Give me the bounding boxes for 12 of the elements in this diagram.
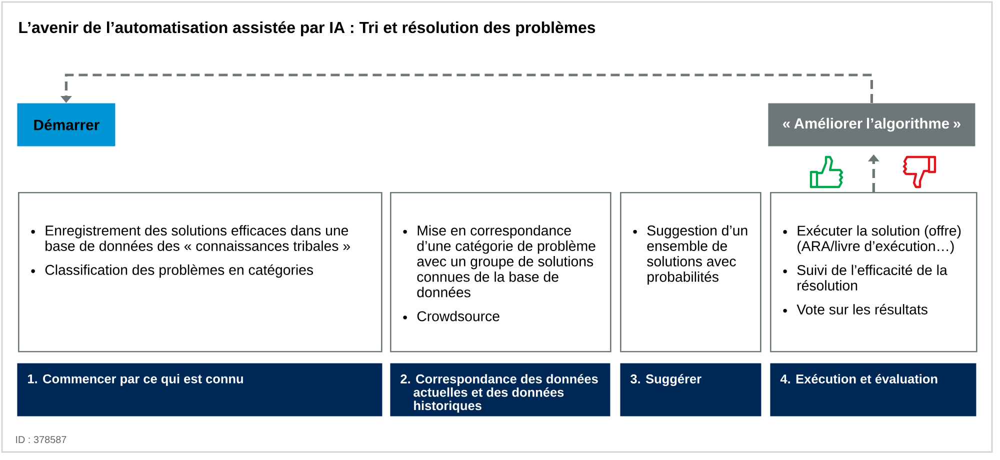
text-box: Enregistrement des solutions efficaces dans une base de données des « connaissances tribales » Classification des problèmes en catégories xyxy=(18,192,382,352)
text-box: Exécuter la solution (offre) (ARA/livre d’exécution…) Suivi de l’efficacité de la résolution Vote sur les résultats xyxy=(770,192,978,352)
step-box: Démarrer xyxy=(17,103,116,146)
text-box: Suggestion d’un ensemble de solutions avec probabilités xyxy=(620,192,762,352)
title: L’avenir de l’automatisation assistée par IA : Tri et résolution des problèmes xyxy=(19,21,596,36)
phase-band: 4. Exécution et évaluation xyxy=(770,363,976,416)
step-box: « Améliorer l’algorithme » xyxy=(768,103,976,146)
phase-band: 1. Commencer par ce qui est connu xyxy=(17,363,382,416)
phase-band: 3. Suggérer xyxy=(620,363,762,416)
phase-band: 2. Correspondance des données actuelles et des données historiques xyxy=(390,363,610,416)
text-box: Mise en correspondance d’une catégorie de problème avec un groupe de solutions connues de la base de données Crowdsource xyxy=(390,192,612,352)
document-id: ID : 378587 xyxy=(16,436,66,444)
